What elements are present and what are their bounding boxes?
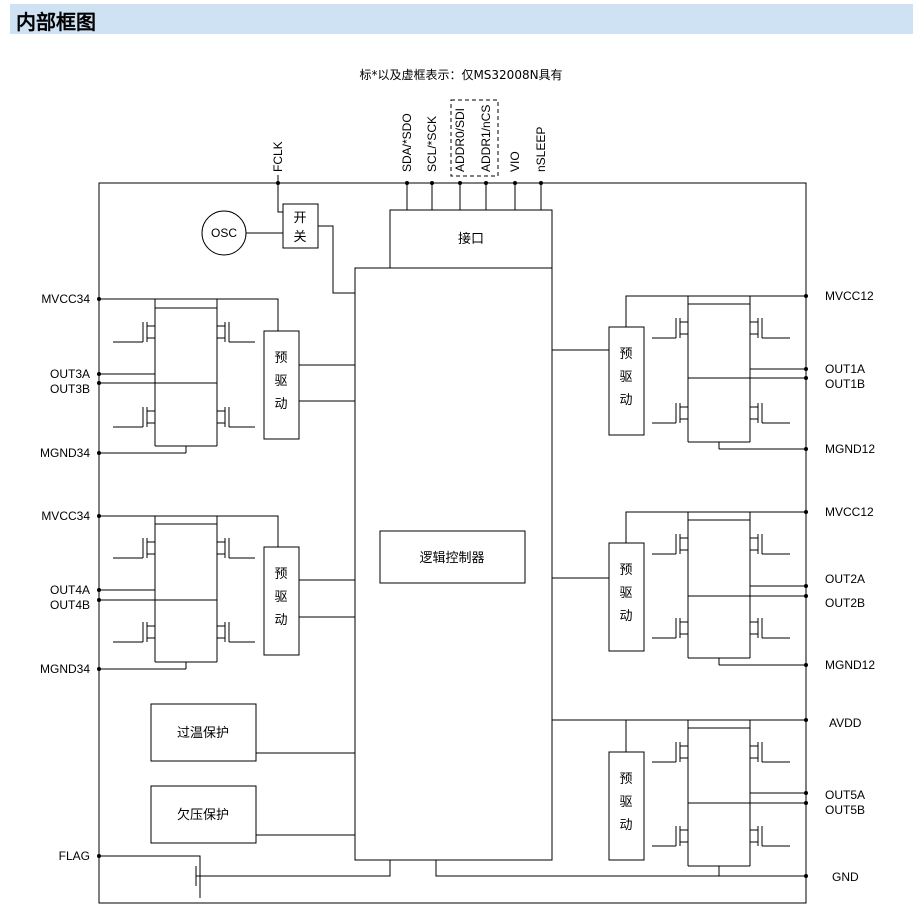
svg-text:预: 预 (619, 347, 632, 362)
pin-label-addr0: ADDR0/SDI (453, 108, 467, 172)
pin-label-scl: SCL/*SCK (425, 116, 439, 172)
pin-label-fclk: FCLK (271, 141, 285, 172)
predrive-block-3 (263, 330, 300, 440)
svg-text:驱: 驱 (274, 374, 287, 389)
mosfet-group-5 (652, 742, 790, 847)
switch-label-char1: 开 (293, 211, 306, 226)
svg-text:驱: 驱 (619, 370, 632, 385)
predrive-label-4: 预 驱 动 (274, 567, 287, 628)
svg-text:预: 预 (619, 563, 632, 578)
pin-label-mgnd12-b: MGND12 (825, 658, 875, 672)
svg-text:动: 动 (619, 393, 632, 408)
svg-text:预: 预 (274, 351, 287, 366)
pin-label-addr1: ADDR1/nCS (479, 105, 493, 172)
logic-controller-label: 逻辑控制器 (419, 551, 484, 566)
pin-label-out2b: OUT2B (825, 596, 865, 610)
pin-label-out5b: OUT5B (825, 803, 865, 817)
undervolt-block (150, 785, 257, 844)
pin-label-out4b: OUT4B (50, 598, 90, 612)
diagram-note: 标*以及虚框表示：仅MS32008N具有 (359, 68, 563, 82)
pin-label-out4a: OUT4A (50, 583, 90, 597)
section-title: 内部框图 (16, 10, 96, 34)
svg-text:动: 动 (274, 613, 287, 628)
overtemp-label: 过温保护 (177, 726, 229, 741)
dashed-optional-box (450, 99, 499, 177)
predrive-label-1: 预 驱 动 (619, 347, 632, 408)
predrive-label-3: 预 驱 动 (274, 351, 287, 412)
pin-label-mgnd34-b: MGND34 (40, 662, 90, 676)
predrive-block-4 (263, 546, 300, 656)
predrive-label-2: 预 驱 动 (619, 563, 632, 624)
pin-label-out3a: OUT3A (50, 367, 90, 381)
logic-area (354, 267, 553, 861)
section-header: 内部框图 (10, 4, 913, 34)
pin-label-flag: FLAG (59, 849, 90, 863)
pin-label-mvcc12-b: MVCC12 (825, 505, 874, 519)
predrive-label-5: 预 驱 动 (619, 772, 632, 833)
pin-label-out3b: OUT3B (50, 382, 90, 396)
pin-label-sda: SDA/*SDO (400, 113, 414, 172)
pin-label-mgnd34-a: MGND34 (40, 446, 90, 460)
switch-label-char2: 关 (293, 230, 306, 245)
pin-label-mvcc12-a: MVCC12 (825, 289, 874, 303)
svg-text:动: 动 (619, 609, 632, 624)
pin-label-out5a: OUT5A (825, 788, 865, 802)
svg-text:驱: 驱 (619, 795, 632, 810)
pin-label-mvcc34-b: MVCC34 (41, 509, 90, 523)
pin-label-mvcc34-a: MVCC34 (41, 292, 90, 306)
pin-label-out1a: OUT1A (825, 362, 865, 376)
svg-text:驱: 驱 (619, 586, 632, 601)
interface-label: 接口 (458, 231, 484, 247)
mosfet-group-2 (652, 534, 790, 639)
pin-label-vio: VIO (508, 151, 522, 172)
pin-label-nsleep: nSLEEP (534, 127, 548, 172)
overtemp-block (150, 703, 257, 762)
logic-controller-block (379, 530, 526, 584)
chip-boundary (98, 182, 807, 904)
pin-dots (97, 181, 808, 878)
svg-text:预: 预 (274, 567, 287, 582)
pin-label-mgnd12-a: MGND12 (825, 442, 875, 456)
svg-text:驱: 驱 (274, 590, 287, 605)
svg-text:预: 预 (619, 772, 632, 787)
pin-label-gnd: GND (832, 870, 859, 884)
osc-label: OSC (211, 226, 237, 240)
mosfet-group-4 (113, 538, 255, 643)
svg-text:动: 动 (274, 397, 287, 412)
pin-label-avdd: AVDD (829, 716, 862, 730)
pin-label-out2a: OUT2A (825, 572, 865, 586)
svg-text:动: 动 (619, 818, 632, 833)
mosfet-group-3 (113, 322, 255, 428)
pin-label-out1b: OUT1B (825, 377, 865, 391)
mosfet-group-1 (652, 318, 790, 424)
undervolt-label: 欠压保护 (177, 807, 229, 823)
